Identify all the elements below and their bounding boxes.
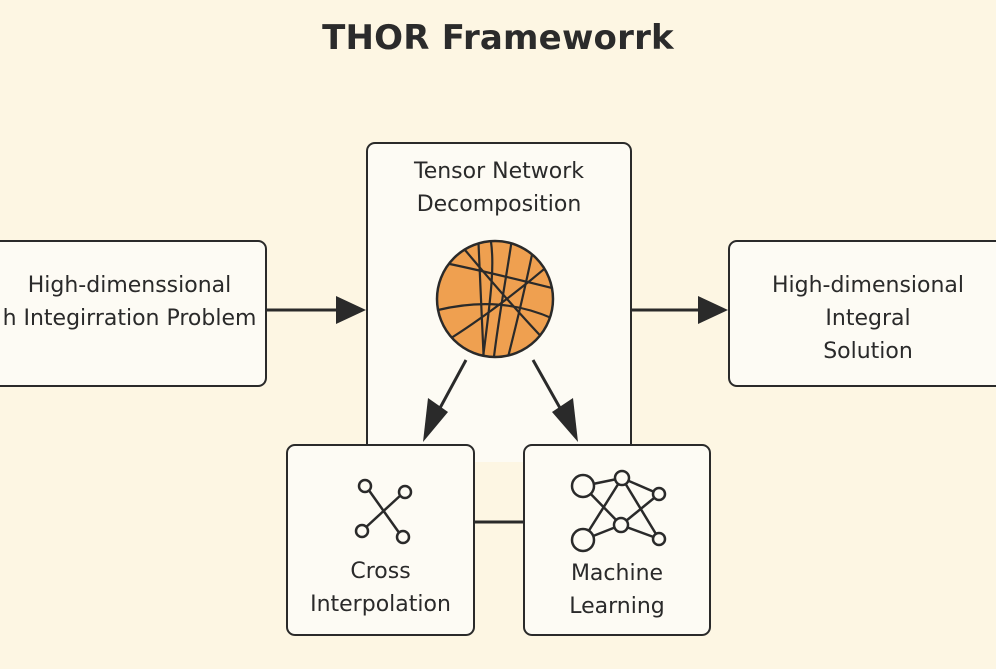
arrow-center-to-output <box>632 296 728 324</box>
input-label-line1: High-dimenssional <box>27 273 232 298</box>
machine-learning-box: Machine Learning <box>523 444 711 636</box>
output-label-line3: Solution <box>823 339 913 364</box>
cross-label-line2: Interpolation <box>310 592 451 617</box>
input-label-line2: h Integirration Problem <box>2 306 257 331</box>
input-problem-box: High-dimenssional h Integirration Proble… <box>0 240 267 387</box>
output-label-line2: Integral <box>825 306 911 331</box>
ml-label-line2: Learning <box>569 594 665 619</box>
cross-interpolation-box: Cross Interpolation <box>286 444 475 636</box>
diagram-title: THOR Frameworrk <box>322 18 674 58</box>
center-label-line1: Tensor Network <box>414 159 584 184</box>
center-label-line2: Decomposition <box>416 192 582 217</box>
tensor-network-box: Tensor Network Decomposition <box>366 142 632 462</box>
output-solution-box: High-dimensional Integral Solution <box>728 240 996 387</box>
output-label-line1: High-dimensional <box>771 273 965 298</box>
arrow-input-to-center <box>267 296 366 324</box>
cross-label-line1: Cross <box>350 559 411 584</box>
ml-label-line1: Machine <box>570 561 664 586</box>
